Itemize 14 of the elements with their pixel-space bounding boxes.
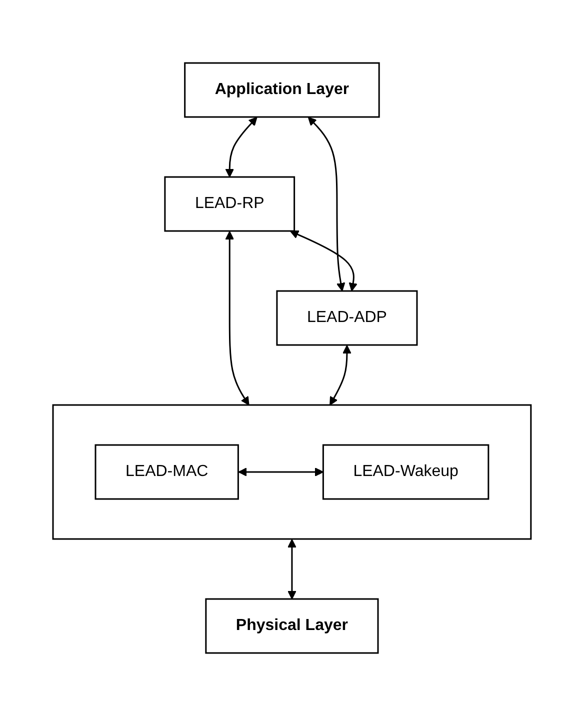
arrow xyxy=(224,116,257,178)
arrow xyxy=(289,230,357,292)
arrow xyxy=(329,345,351,406)
node-box: LEAD-Wakeup xyxy=(322,444,489,500)
node-box: LEAD-ADP xyxy=(276,290,418,346)
node-box: LEAD-RP xyxy=(164,176,295,232)
cluster xyxy=(52,404,532,540)
node-box: LEAD-MAC xyxy=(94,444,238,500)
arrow xyxy=(238,468,324,476)
node-box: Application Layer xyxy=(184,62,380,118)
arrow xyxy=(224,231,249,406)
arrow xyxy=(307,116,345,292)
arrow xyxy=(287,539,296,600)
node-box: Physical Layer xyxy=(204,598,378,654)
